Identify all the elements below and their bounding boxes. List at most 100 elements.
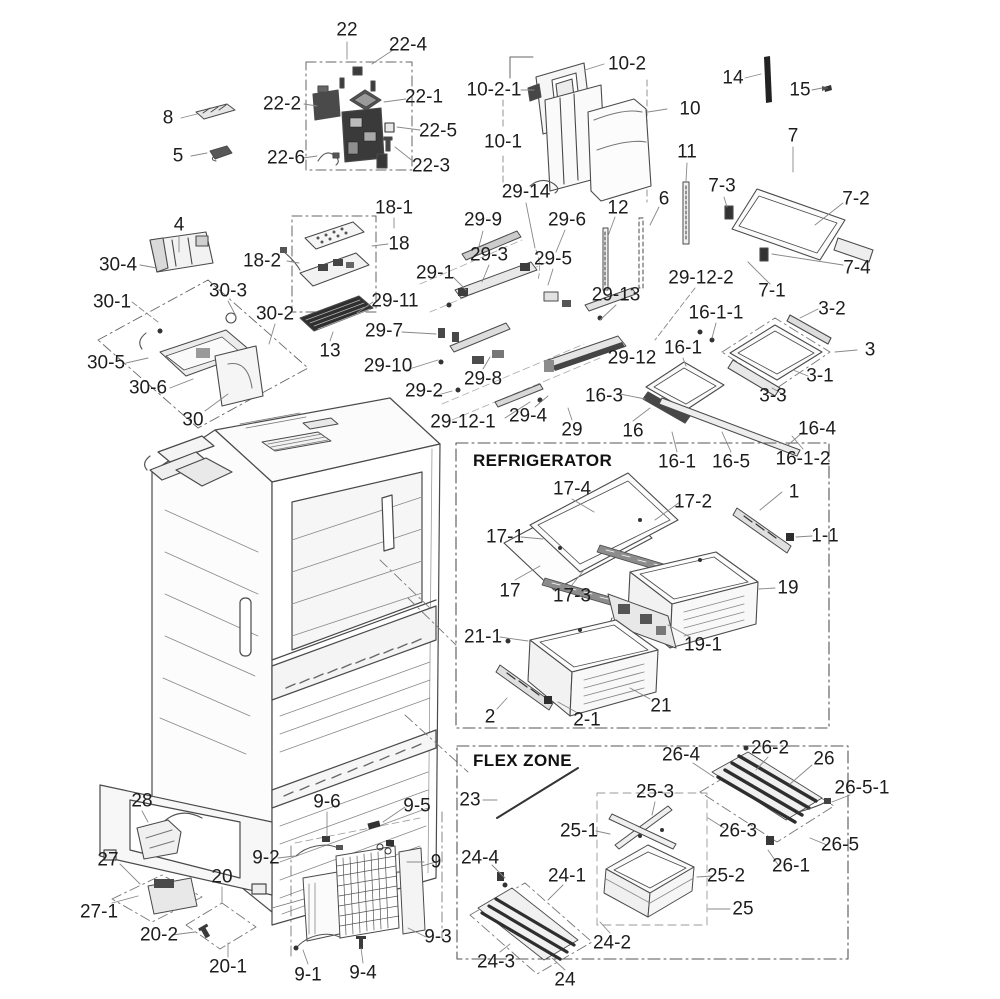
section-pointer-lines — [379, 559, 469, 773]
part-label-10-2: 10-2 — [607, 53, 647, 75]
part-label-25: 25 — [732, 898, 754, 920]
part-label-26-5: 26-5 — [820, 834, 860, 856]
part-label-14: 14 — [722, 67, 744, 89]
part-label-24: 24 — [554, 969, 576, 991]
part-label-22-1: 22-1 — [404, 86, 444, 108]
part-label-8: 8 — [162, 107, 174, 129]
part-label-23: 23 — [459, 789, 481, 811]
part-label-18: 18 — [388, 233, 410, 255]
part-label-18-1: 18-1 — [374, 197, 414, 219]
part-label-20: 20 — [211, 866, 233, 888]
part-label-21: 21 — [650, 695, 672, 717]
part-label-3-3: 3-3 — [759, 385, 787, 407]
part-label-9-3: 9-3 — [424, 926, 452, 948]
bracket-28 — [136, 819, 182, 860]
part-label-24-4: 24-4 — [460, 847, 500, 869]
part-label-24-1: 24-1 — [547, 865, 587, 887]
icemaker-cluster-30 — [97, 279, 309, 429]
part-label-29-12-2: 29-12-2 — [668, 267, 734, 289]
part-label-9-5: 9-5 — [403, 795, 431, 817]
part-label-16-1-1: 16-1-1 — [688, 302, 744, 324]
part-label-6: 6 — [658, 188, 670, 210]
part-label-26-2: 26-2 — [750, 737, 790, 759]
part-label-1-1: 1-1 — [811, 525, 839, 547]
part-label-29-2: 29-2 — [404, 380, 444, 402]
part-label-17: 17 — [499, 580, 521, 602]
part-label-3-1: 3-1 — [806, 365, 834, 387]
part-label-22-5: 22-5 — [418, 120, 458, 142]
part-label-9-2: 9-2 — [252, 847, 280, 869]
divider-23 — [496, 767, 579, 819]
part-label-21-1: 21-1 — [463, 626, 503, 648]
part-label-17-4: 17-4 — [552, 478, 592, 500]
part-label-16-1: 16-1 — [663, 337, 703, 359]
part-label-4: 4 — [173, 214, 185, 236]
part-label-16-1: 16-1 — [657, 451, 697, 473]
part-label-24-3: 24-3 — [476, 951, 516, 973]
shelf-3 — [721, 314, 832, 397]
part-label-27-1: 27-1 — [79, 901, 119, 923]
part-label-9-4: 9-4 — [349, 962, 377, 984]
part-label-10: 10 — [679, 98, 701, 120]
clip-8 — [195, 103, 236, 120]
part-label-16-5: 16-5 — [711, 451, 751, 473]
part-label-24-2: 24-2 — [592, 932, 632, 954]
part-label-29: 29 — [561, 419, 583, 441]
part-label-29-4: 29-4 — [508, 405, 548, 427]
part-label-16-3: 16-3 — [584, 385, 624, 407]
part-label-17-3: 17-3 — [552, 585, 592, 607]
dispenser-cluster-22 — [305, 61, 413, 171]
part-label-9-1: 9-1 — [294, 964, 322, 986]
part-label-16-4: 16-4 — [797, 418, 837, 440]
part-label-29-12: 29-12 — [607, 347, 657, 369]
part-label-2: 2 — [484, 706, 496, 728]
part-label-7-2: 7-2 — [842, 188, 870, 210]
part-label-30-1: 30-1 — [92, 291, 132, 313]
damper-27 — [111, 874, 203, 923]
shelf-16 — [642, 329, 801, 457]
strip-11 — [682, 181, 690, 245]
part-label-20-1: 20-1 — [208, 956, 248, 978]
part-label-11: 11 — [677, 141, 697, 163]
part-label-13: 13 — [319, 340, 341, 362]
part-label-22-4: 22-4 — [388, 34, 428, 56]
part-label-29-5: 29-5 — [533, 248, 573, 270]
part-label-19-1: 19-1 — [683, 634, 723, 656]
part-label-26-4: 26-4 — [661, 744, 701, 766]
part-label-2-1: 2-1 — [573, 709, 601, 731]
part-label-29-14: 29-14 — [501, 181, 551, 203]
cabinet-drawing — [99, 397, 441, 926]
shelf-17-group — [503, 472, 679, 614]
part-label-26-3: 26-3 — [718, 820, 758, 842]
part-label-7-1: 7-1 — [758, 280, 786, 302]
part-label-30-2: 30-2 — [255, 303, 295, 325]
part-label-15: 15 — [789, 79, 811, 101]
refrigerator-section-title: REFRIGERATOR — [473, 451, 613, 470]
part-label-29-6: 29-6 — [547, 209, 587, 231]
part-label-25-1: 25-1 — [559, 820, 599, 842]
part-label-29-7: 29-7 — [364, 320, 404, 342]
icemaker-4 — [149, 231, 214, 273]
part-label-27: 27 — [97, 849, 119, 871]
part-label-16-1-2: 16-1-2 — [775, 448, 831, 470]
part-label-22-3: 22-3 — [411, 155, 451, 177]
part-label-22-6: 22-6 — [266, 147, 306, 169]
section-flexzone-box — [456, 745, 849, 960]
screw-15 — [824, 85, 832, 92]
part-label-30-4: 30-4 — [98, 254, 138, 276]
part-label-26-1: 26-1 — [771, 855, 811, 877]
rail-1 — [732, 507, 794, 554]
part-label-29-9: 29-9 — [463, 209, 503, 231]
rail-cluster-29 — [419, 230, 637, 421]
clip-5 — [209, 145, 233, 162]
part-label-20-2: 20-2 — [139, 924, 179, 946]
drawer-25-group — [596, 792, 708, 926]
part-label-1: 1 — [788, 481, 800, 503]
board-cluster-18 — [280, 215, 377, 332]
part-label-7-4: 7-4 — [843, 257, 871, 279]
part-label-29-11: 29-11 — [371, 290, 419, 312]
part-label-30-3: 30-3 — [208, 280, 248, 302]
rail-cluster-24 — [469, 872, 593, 975]
strip-12 — [602, 227, 609, 291]
